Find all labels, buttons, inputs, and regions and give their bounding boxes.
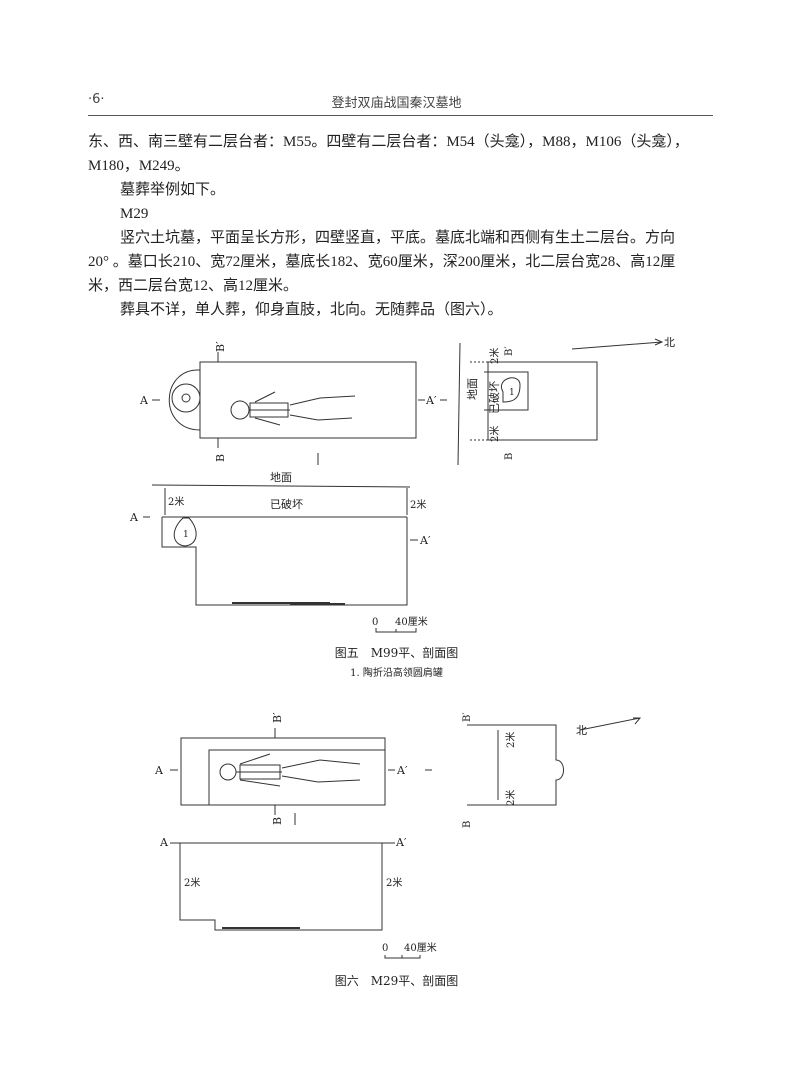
label-depth: 2米 [410, 498, 426, 511]
header-rule [88, 115, 713, 116]
label-destroyed: 已破坏 [487, 381, 501, 414]
label-b-prime: B′ [462, 712, 473, 722]
label-north: 北 [664, 336, 675, 349]
scale-zero: 0 [382, 943, 388, 954]
label-north: 北 [576, 724, 587, 737]
item-number: 1 [509, 388, 515, 398]
label-depth: 2米 [504, 790, 517, 806]
scale-bar [384, 955, 421, 959]
figure5-subcaption: 1. 陶折沿高领圆肩罐 [350, 668, 443, 679]
section-heading: M29 [120, 206, 149, 222]
label-ground: 地面 [466, 378, 479, 400]
label-depth: 2米 [488, 348, 501, 364]
paragraph-line: M180，M249。 [88, 158, 190, 174]
paragraph-line: 20° 。墓口长210、宽72厘米，墓底长182、宽60厘米，深200厘米，北二… [88, 254, 676, 270]
paragraph-line: 墓葬举例如下。 [120, 182, 226, 198]
label-depth: 2米 [386, 876, 402, 889]
label-a: A [159, 836, 169, 849]
label-b: B [271, 817, 284, 825]
paragraph-line: 东、西、南三壁有二层台者：M55。四壁有二层台者：M54（头龛），M88，M10… [88, 134, 689, 150]
label-b-prime: B′ [504, 346, 515, 356]
paragraph-line: 竖穴土坑墓，平面呈长方形，四壁竖直，平底。墓底北端和西侧有生土二层台。方向 [120, 230, 676, 246]
label-a: A [139, 394, 149, 407]
skeleton-icon [219, 753, 361, 787]
running-title: 登封双庙战国秦汉墓地 [331, 96, 462, 111]
label-depth: 2米 [504, 732, 517, 748]
label-destroyed: 已破坏 [270, 497, 303, 511]
label-b-prime: B′ [271, 712, 284, 723]
scale-zero: 0 [372, 617, 378, 628]
label-a-prime: A′ [396, 764, 408, 777]
skeleton-icon [230, 391, 356, 426]
page-number: ·6· [88, 92, 105, 107]
north-arrow-icon [579, 717, 642, 731]
figure6-caption: 图六 M29平、剖面图 [334, 974, 459, 988]
label-b: B [504, 453, 515, 460]
scale-bar [375, 628, 417, 633]
label-ground: 地面 [270, 471, 292, 484]
label-b: B [214, 454, 227, 462]
label-depth: 2米 [184, 876, 200, 889]
label-a-prime: A′ [425, 394, 437, 407]
label-depth: 2米 [488, 426, 501, 442]
grave-plan-outline [199, 361, 417, 439]
head-niche [168, 369, 201, 431]
label-a-prime: A′ [419, 534, 431, 547]
item-number: 1 [183, 530, 189, 540]
north-arrow-icon [571, 338, 664, 350]
ground-line [151, 484, 411, 488]
figure5-caption: 图五 M99平、剖面图 [334, 646, 459, 660]
paragraph-line: 米，西二层台宽12、高12厘米。 [88, 278, 299, 294]
label-b-prime: B′ [214, 341, 227, 352]
label-a: A [154, 764, 164, 777]
label-b: B [462, 821, 473, 828]
scale-end: 40厘米 [395, 615, 428, 628]
scale-end: 40厘米 [404, 941, 437, 954]
label-a-prime: A′ [395, 836, 407, 849]
label-depth: 2米 [168, 495, 184, 508]
label-a: A [129, 511, 139, 524]
pottery-jar-icon [173, 517, 197, 547]
paragraph-line: 葬具不详，单人葬，仰身直肢，北向。无随葬品（图六）。 [120, 302, 503, 318]
